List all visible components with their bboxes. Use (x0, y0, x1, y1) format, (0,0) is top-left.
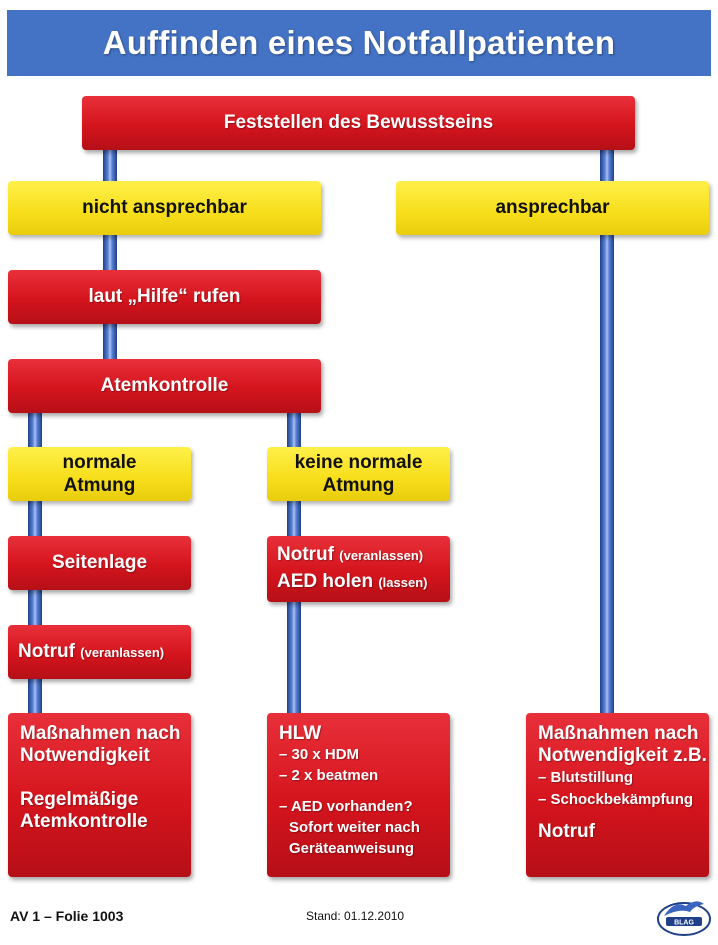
connector-right (600, 140, 614, 720)
seitenlage-box: Seitenlage (8, 536, 191, 590)
massnahmen-right-notruf: Notruf (538, 821, 595, 842)
bewusstsein-label: Feststellen des Bewusstseins (223, 112, 494, 133)
notruf-aed-small2: (lassen) (378, 575, 428, 590)
massnahmen-right-heading2: Notwendigkeit z.B. (538, 745, 707, 766)
massnahmen-left-line4: Atemkontrolle (20, 811, 148, 832)
logo-text: BLAG (674, 920, 694, 927)
hlw-item-4: Sofort weiter nach (289, 819, 420, 836)
hlw-item-3: – AED vorhanden? (279, 798, 413, 815)
hlw-heading: HLW (279, 723, 322, 744)
nicht-ansprechbar-box: nicht ansprechbar (8, 181, 321, 235)
massnahmen-right-box: Maßnahmen nach Notwendigkeit z.B. – Blut… (526, 713, 709, 877)
ansprechbar-label: ansprechbar (495, 197, 610, 218)
title-banner: Auffinden eines Notfallpatienten (7, 10, 711, 76)
massnahmen-right-item-2: – Schockbekämpfung (538, 791, 694, 808)
massnahmen-left-line3: Regelmäßige (20, 789, 139, 810)
stand-date: Stand: 01.12.2010 (306, 909, 405, 923)
hlw-item-1: – 30 x HDM (279, 746, 360, 763)
keine-normale-atmung-line2: Atmung (322, 475, 395, 496)
connector-left-top (103, 140, 117, 380)
hlw-item-5: Geräteanweisung (289, 840, 415, 857)
seitenlage-label: Seitenlage (51, 552, 148, 573)
massnahmen-left-line1: Maßnahmen nach (20, 723, 181, 744)
notruf-left-small: (veranlassen) (80, 644, 165, 660)
normale-atmung-box: normale Atmung (8, 447, 191, 501)
massnahmen-right-item-1: – Blutstillung (538, 769, 633, 786)
page-title: Auffinden eines Notfallpatienten (102, 24, 616, 61)
hlw-box: HLW – 30 x HDM – 2 x beatmen – AED vorha… (267, 713, 450, 877)
atemkontrolle-label: Atemkontrolle (100, 375, 229, 396)
keine-normale-atmung-box: keine normale Atmung (267, 447, 450, 501)
normale-atmung-line1: normale (62, 452, 137, 473)
notruf-left-box: Notruf (veranlassen) (8, 625, 191, 679)
notruf-aed-main2: AED holen (277, 571, 374, 592)
massnahmen-right-heading1: Maßnahmen nach (538, 723, 699, 744)
slide-number: AV 1 – Folie 1003 (10, 908, 124, 924)
hlw-item-2: – 2 x beatmen (279, 767, 379, 784)
blag-logo-icon: BLAG (657, 901, 711, 936)
notruf-aed-small1: (veranlassen) (339, 548, 424, 563)
notruf-aed-line2: AED holen (lassen) (277, 569, 427, 596)
ansprechbar-box: ansprechbar (396, 181, 709, 235)
notruf-aed-box: Notruf (veranlassen) AED holen (lassen) (267, 536, 450, 602)
massnahmen-left-box: Maßnahmen nach Notwendigkeit Regelmäßige… (8, 713, 191, 877)
bewusstsein-box: Feststellen des Bewusstseins (82, 96, 635, 150)
hilfe-rufen-label: laut „Hilfe“ rufen (88, 286, 241, 307)
nicht-ansprechbar-label: nicht ansprechbar (82, 197, 247, 218)
normale-atmung-line2: Atmung (63, 475, 136, 496)
notruf-aed-main1: Notruf (277, 544, 334, 565)
keine-normale-atmung-line1: keine normale (294, 452, 423, 473)
atemkontrolle-box: Atemkontrolle (8, 359, 321, 413)
notruf-aed-line1: Notruf (veranlassen) (277, 542, 423, 569)
hilfe-rufen-box: laut „Hilfe“ rufen (8, 270, 321, 324)
notruf-left-main: Notruf (18, 641, 75, 662)
massnahmen-left-line2: Notwendigkeit (20, 745, 150, 766)
